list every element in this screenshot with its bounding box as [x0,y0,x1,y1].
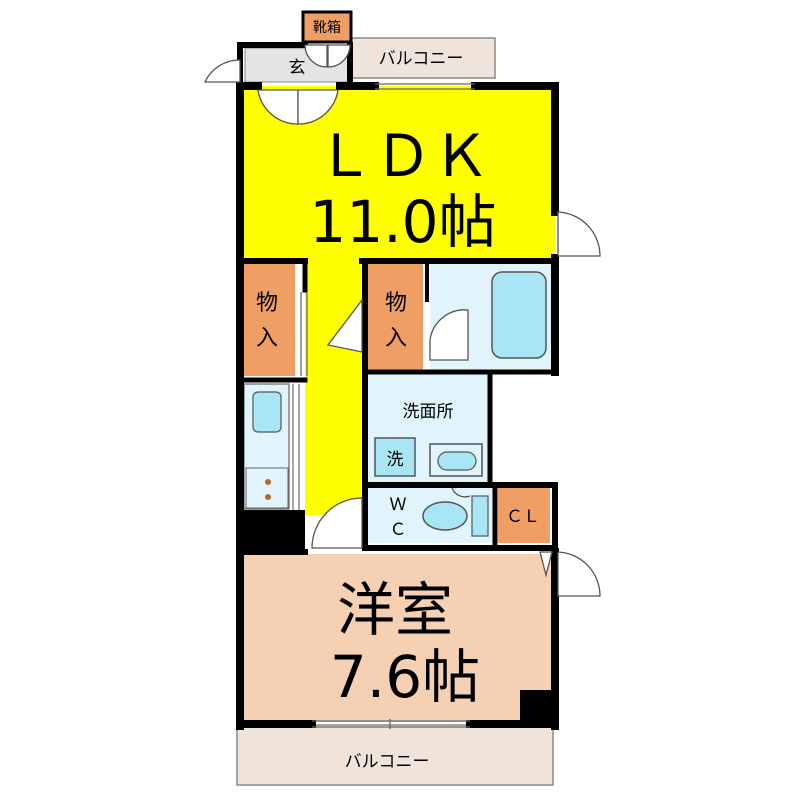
bathtub-icon [491,271,547,359]
storage-left-label-1: 物 [256,291,278,316]
washer-box [374,437,416,477]
balcony-bottom [236,724,554,786]
burner-icon [265,479,271,485]
pillar [240,510,305,552]
toilet-label-2: Ｃ [390,520,407,540]
shoe-box-label: 靴箱 [313,20,341,36]
cabinet-lower [245,467,289,509]
storage-right-label-2: 入 [385,326,407,351]
closet [498,488,550,543]
toilet-icon [422,501,468,531]
balcony-bottom-label: バルコニー [345,752,430,772]
toilet-tank-icon [471,495,489,537]
ldk-area: 11.0帖 [309,188,496,256]
western-room-area: 7.6帖 [330,643,480,711]
closet-label: ＣＬ [506,507,540,527]
balcony-top-label: バルコニー [379,49,464,69]
storage-right-label-1: 物 [385,291,407,316]
washer-label: 洗 [387,450,404,470]
doors [203,44,601,597]
sink-icon [437,451,477,471]
pillar [520,690,556,725]
storage-left [240,264,295,376]
washroom-label: 洗面所 [403,402,454,422]
entrance-label: 玄 [289,58,306,78]
ldk-label: ＬＤＫ [316,122,490,190]
shoe-box [301,10,353,44]
storage-right [368,264,423,370]
toilet-label-1: Ｗ [390,495,407,515]
western-room [240,554,553,722]
storage-left-label-2: 入 [256,326,278,351]
western-room-label: 洋室 [337,576,453,644]
walls [236,42,559,730]
fridge-icon [252,391,282,433]
burner-icon [265,494,271,500]
windows [300,83,475,729]
